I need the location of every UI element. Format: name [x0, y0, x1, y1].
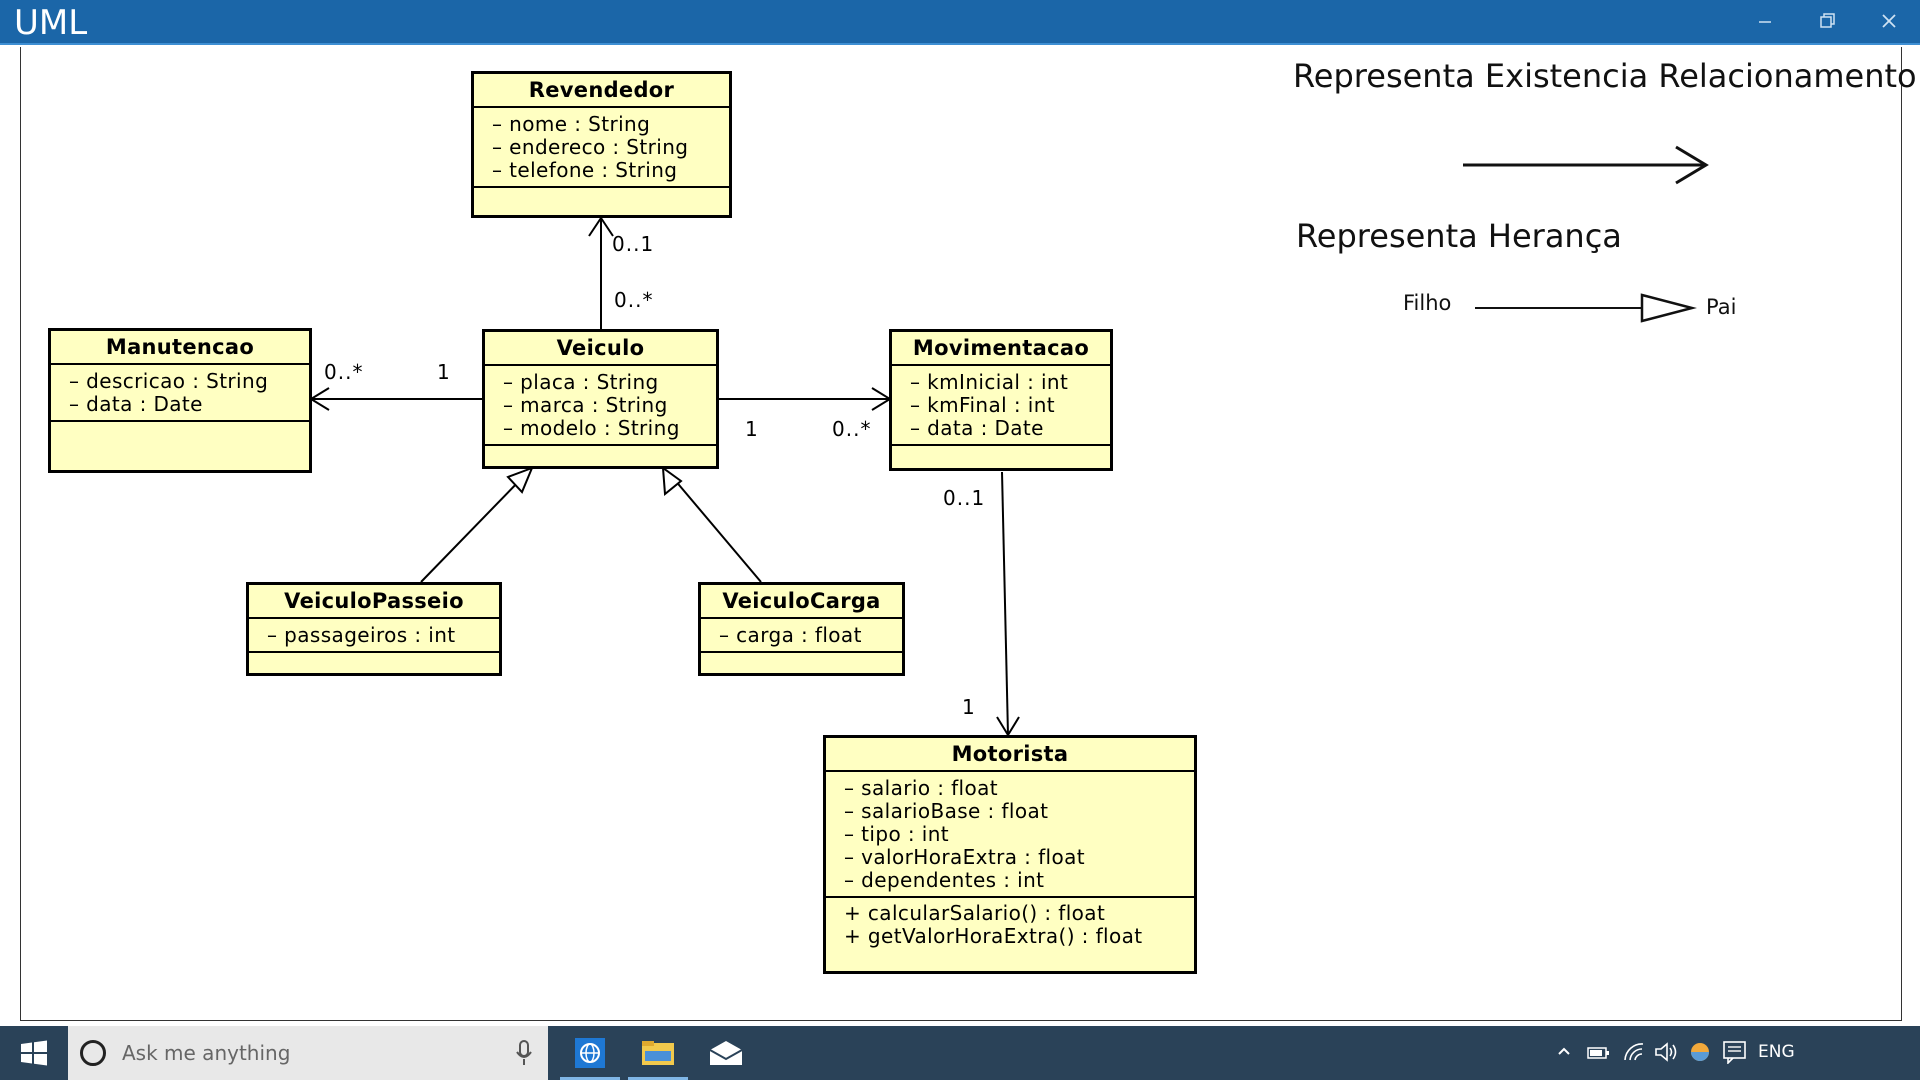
restore-icon [1820, 13, 1835, 28]
attribute: – data : Date [69, 392, 203, 416]
class-name: VeiculoPasseio [249, 585, 499, 619]
taskbar: Ask me anything [0, 1026, 1920, 1080]
volume-icon[interactable] [1654, 1040, 1680, 1064]
inheritance-passeio-veiculo [420, 476, 524, 583]
inheritance-triangle-passeio [506, 466, 534, 494]
title-bar: UML [0, 0, 1920, 45]
multiplicity-motorista: 1 [962, 695, 976, 719]
attribute: – kmFinal : int [910, 393, 1056, 417]
windows-logo-icon [21, 1040, 47, 1066]
cortana-icon [80, 1040, 106, 1066]
class-attributes: – salario : float – salarioBase : float … [826, 772, 1194, 898]
restore-button[interactable] [1807, 8, 1847, 36]
class-name: Revendedor [474, 74, 729, 108]
class-attributes: – carga : float [701, 619, 902, 653]
class-attributes: – nome : String – endereco : String – te… [474, 108, 729, 188]
multiplicity-veiculo-revendedor: 0..* [614, 288, 654, 312]
attribute: – passageiros : int [267, 623, 456, 647]
window-title: UML [14, 3, 88, 43]
folder-icon [642, 1041, 674, 1065]
attribute: – data : Date [910, 416, 1044, 440]
language-indicator[interactable]: ENG [1758, 1042, 1795, 1062]
search-placeholder: Ask me anything [122, 1041, 291, 1065]
mail-icon [709, 1041, 743, 1065]
attribute: – marca : String [503, 393, 668, 417]
canvas-frame [20, 47, 1902, 1021]
attribute: – placa : String [503, 370, 659, 394]
class-veiculo-carga[interactable]: VeiculoCarga – carga : float [698, 582, 905, 676]
active-indicator [628, 1077, 688, 1080]
weather-icon[interactable] [1689, 1041, 1711, 1063]
show-hidden-icons-icon[interactable] [1558, 1045, 1570, 1057]
battery-icon[interactable] [1586, 1042, 1610, 1062]
connectors-layer [309, 145, 1709, 737]
attribute: – salario : float [844, 776, 999, 800]
taskbar-mail-app[interactable] [692, 1026, 760, 1080]
class-movimentacao[interactable]: Movimentacao – kmInicial : int – kmFinal… [889, 329, 1113, 471]
arrowhead-revendedor [588, 216, 614, 237]
class-attributes: – descricao : String – data : Date [51, 365, 309, 422]
start-button[interactable] [0, 1026, 68, 1080]
active-indicator [560, 1077, 620, 1080]
minimize-button[interactable] [1745, 8, 1785, 36]
taskbar-file-explorer[interactable] [624, 1026, 692, 1080]
browser-globe-icon [575, 1038, 605, 1068]
attribute: – salarioBase : float [844, 799, 1049, 823]
attribute: – modelo : String [503, 416, 680, 440]
action-center-icon[interactable] [1722, 1040, 1748, 1064]
multiplicity-veiculo-manutencao: 1 [437, 360, 451, 384]
attribute: – valorHoraExtra : float [844, 845, 1085, 869]
class-veiculo[interactable]: Veiculo – placa : String – marca : Strin… [482, 329, 719, 469]
wifi-icon[interactable] [1622, 1040, 1646, 1064]
operation: + getValorHoraExtra() : float [844, 924, 1143, 948]
diagram-canvas: Revendedor – nome : String – endereco : … [0, 47, 1920, 1026]
attribute: – telefone : String [492, 158, 678, 182]
multiplicity-movimentacao: 0..* [832, 417, 872, 441]
multiplicity-movimentacao-motorista: 0..1 [943, 486, 986, 510]
attribute: – carga : float [719, 623, 862, 647]
legend-association-arrowhead [1675, 145, 1709, 185]
attribute: – tipo : int [844, 822, 950, 846]
attribute: – nome : String [492, 112, 651, 136]
class-name: Veiculo [485, 332, 716, 366]
inheritance-carga-veiculo [673, 478, 762, 583]
class-operations: + calcularSalario() : float + getValorHo… [826, 898, 1194, 952]
multiplicity-veiculo-movimentacao: 1 [745, 417, 759, 441]
class-attributes: – passageiros : int [249, 619, 499, 653]
attribute: – descricao : String [69, 369, 269, 393]
association-movimentacao-motorista [1001, 471, 1009, 736]
attribute: – kmInicial : int [910, 370, 1069, 394]
attribute: – endereco : String [492, 135, 689, 159]
legend-parent-label: Pai [1706, 295, 1737, 319]
search-box[interactable]: Ask me anything [68, 1026, 548, 1080]
class-attributes: – placa : String – marca : String – mode… [485, 366, 716, 446]
class-manutencao[interactable]: Manutencao – descricao : String – data :… [48, 328, 312, 473]
legend-inheritance-title: Representa Herança [1296, 217, 1622, 255]
class-name: Movimentacao [892, 332, 1110, 366]
attribute: – dependentes : int [844, 868, 1045, 892]
legend-association-title: Representa Existencia Relacionamento [1293, 57, 1917, 95]
class-name: Motorista [826, 738, 1194, 772]
legend-inheritance-triangle [1640, 293, 1697, 323]
class-attributes: – kmInicial : int – kmFinal : int – data… [892, 366, 1110, 446]
class-name: VeiculoCarga [701, 585, 902, 619]
class-motorista[interactable]: Motorista – salario : float – salarioBas… [823, 735, 1197, 974]
multiplicity-manutencao: 0..* [324, 360, 364, 384]
minimize-icon [1759, 21, 1771, 23]
class-name: Manutencao [51, 331, 309, 365]
close-button[interactable] [1869, 8, 1909, 36]
inheritance-triangle-carga [661, 465, 683, 496]
class-revendedor[interactable]: Revendedor – nome : String – endereco : … [471, 71, 732, 218]
microphone-icon[interactable] [516, 1040, 532, 1066]
class-veiculo-passeio[interactable]: VeiculoPasseio – passageiros : int [246, 582, 502, 676]
operation: + calcularSalario() : float [844, 901, 1106, 925]
taskbar-browser-app[interactable] [556, 1026, 624, 1080]
close-icon [1882, 14, 1896, 28]
multiplicity-revendedor: 0..1 [612, 232, 655, 256]
legend-child-label: Filho [1403, 291, 1452, 315]
